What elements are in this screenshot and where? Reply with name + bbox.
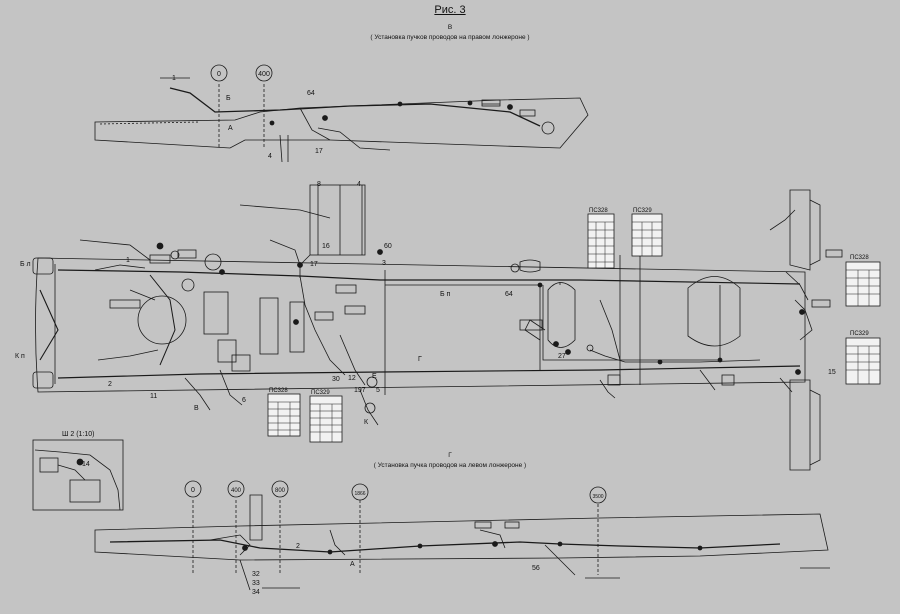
section-mark: В (194, 405, 199, 412)
callout: 4 (357, 181, 361, 188)
callout: 64 (505, 291, 513, 298)
callout: 64 (307, 90, 315, 97)
section-mark: Г (418, 356, 422, 363)
bottom-view-caption: ( Установка пучка проводов на левом лонж… (373, 462, 527, 469)
side-label: Б п (440, 291, 451, 298)
bottom-distance-mark: 0 (191, 487, 195, 494)
callout: 56 (532, 565, 540, 572)
callout: 8 (317, 181, 321, 188)
callout: 3 (382, 260, 386, 267)
callout: 30 (332, 376, 340, 383)
callout: 33 (252, 580, 260, 587)
callout: 4 (268, 153, 272, 160)
socket-label: ПС329 (850, 331, 869, 337)
callout: 1 (126, 257, 130, 264)
side-label: К п (15, 353, 25, 360)
socket-label: ПС328 (589, 208, 608, 214)
callout: Б (226, 95, 231, 102)
detail-label: Ш 2 (1:10) (62, 431, 94, 438)
callout: 34 (252, 589, 260, 596)
callout: 5 (376, 387, 380, 394)
callout: 17 (315, 148, 323, 155)
socket-label: ПС329 (311, 390, 330, 396)
socket-label: ПС328 (850, 255, 869, 261)
bottom-distance-mark: 1866 (354, 491, 365, 497)
section-mark: Е (372, 373, 377, 380)
callout: 12 (348, 375, 356, 382)
detail-view (32, 439, 124, 511)
top-distance-mark: 0 (217, 71, 221, 78)
chassis-plan (32, 184, 843, 471)
bottom-side-view (94, 480, 830, 591)
callout: 17 (310, 261, 318, 268)
callout: 32 (252, 571, 260, 578)
socket-tables (267, 213, 881, 443)
callout: 1 (172, 75, 176, 82)
top-side-view (94, 64, 589, 163)
side-label: Б л (20, 261, 31, 268)
bottom-view-letter: Г (448, 452, 452, 459)
socket-label: ПС329 (633, 208, 652, 214)
bottom-distance-mark: 800 (275, 488, 286, 494)
callout: 15 (828, 369, 836, 376)
callout: 60 (384, 243, 392, 250)
callout: 197 (354, 387, 366, 394)
callout: А (228, 125, 233, 132)
callout: 27 (558, 353, 566, 360)
callout: 14 (82, 461, 90, 468)
callout: 2 (296, 543, 300, 550)
callout: 16 (322, 243, 330, 250)
callout: 2 (108, 381, 112, 388)
bottom-distance-mark: 3500 (592, 494, 603, 500)
top-distance-mark: 400 (258, 71, 270, 78)
section-mark: К (364, 419, 369, 426)
figure-title: Рис. 3 (434, 4, 466, 16)
socket-table-grids (268, 221, 880, 442)
callout: А (350, 561, 355, 568)
top-view-letter: В (447, 24, 453, 31)
callout: 6 (242, 397, 246, 404)
top-view-caption: ( Установка пучков проводов на правом ло… (370, 34, 530, 41)
socket-label: ПС328 (269, 388, 288, 394)
callout: 11 (150, 393, 157, 400)
bottom-distance-mark: 400 (231, 488, 242, 494)
